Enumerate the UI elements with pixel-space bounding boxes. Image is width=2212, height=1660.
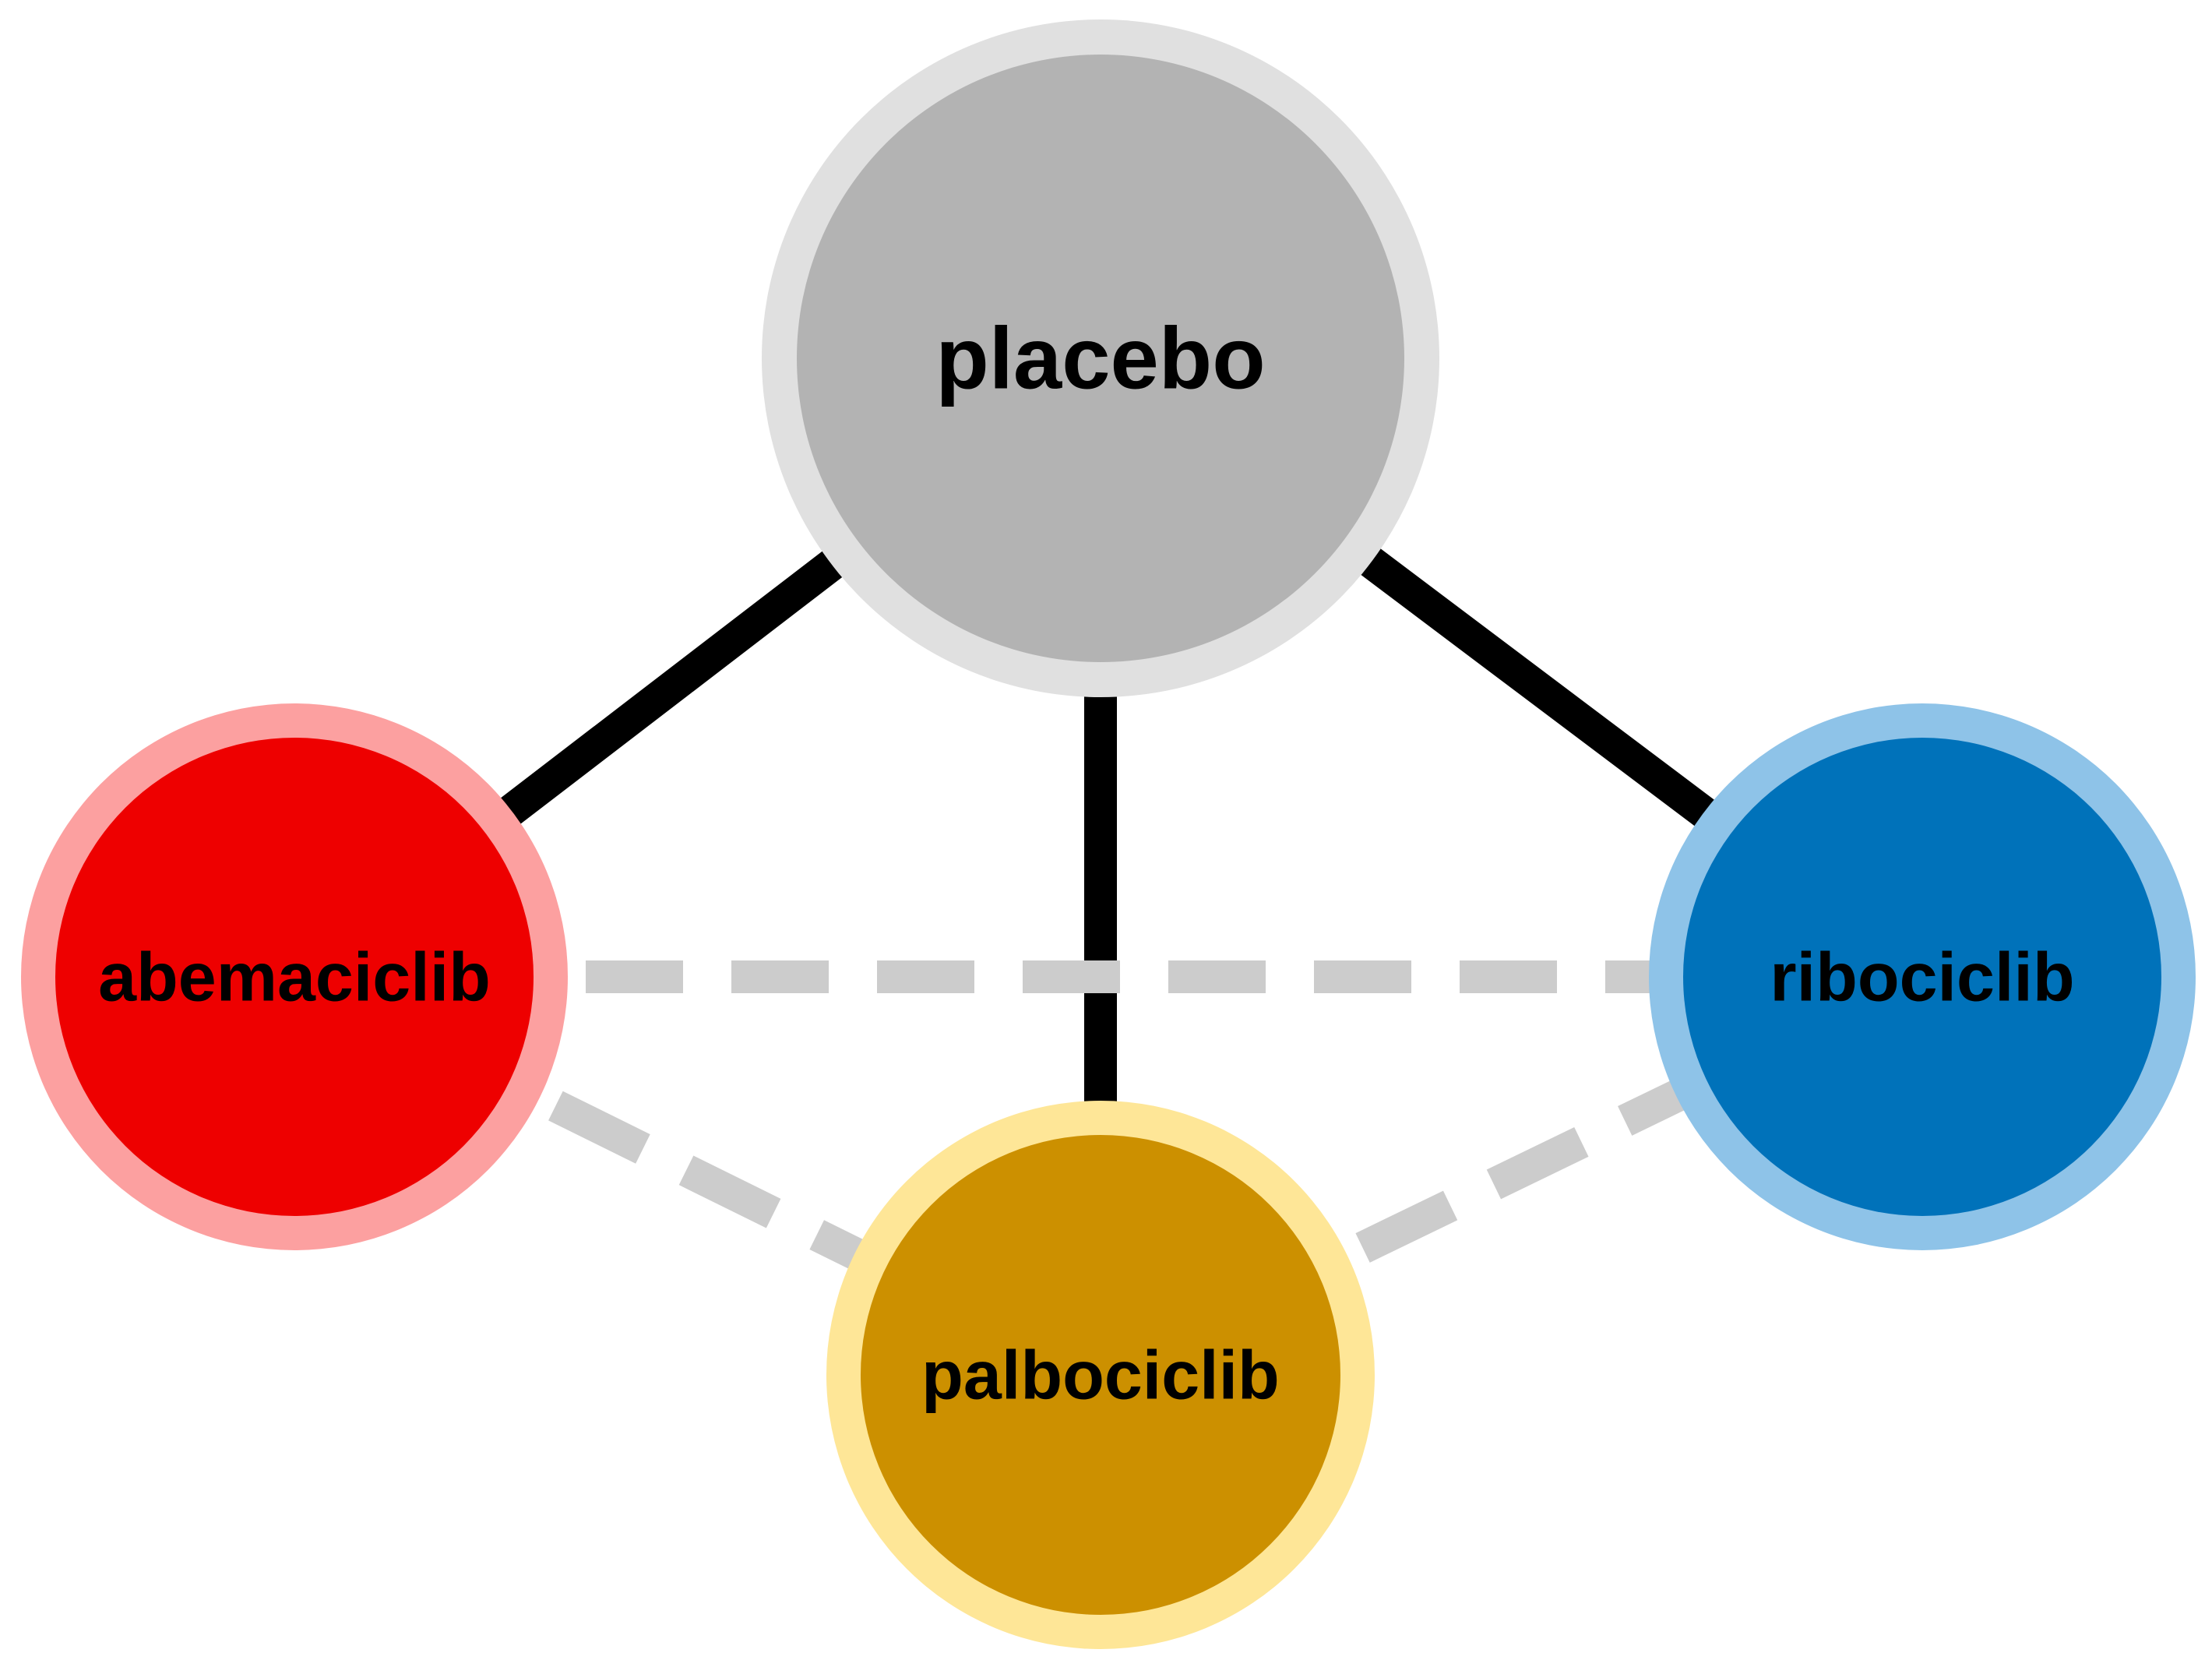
node-label-placebo: placebo (935, 310, 1265, 407)
node-label-palbociclib: palbociclib (921, 1337, 1280, 1414)
node-palbociclib: palbociclib (826, 1101, 1375, 1649)
node-fill-palbociclib (861, 1135, 1340, 1615)
node-fill-abemaciclib (55, 738, 534, 1216)
node-fill-placebo (797, 55, 1404, 662)
node-label-ribociclib: ribociclib (1770, 939, 2074, 1016)
node-ribociclib: ribociclib (1649, 703, 2196, 1250)
node-abemaciclib: abemaciclib (21, 703, 568, 1250)
node-fill-ribociclib (1683, 738, 2161, 1216)
node-placebo: placebo (762, 19, 1439, 697)
node-label-abemaciclib: abemaciclib (98, 939, 491, 1016)
nodes-layer: placebo abemaciclib ribociclib palbociclib (21, 19, 2196, 1649)
